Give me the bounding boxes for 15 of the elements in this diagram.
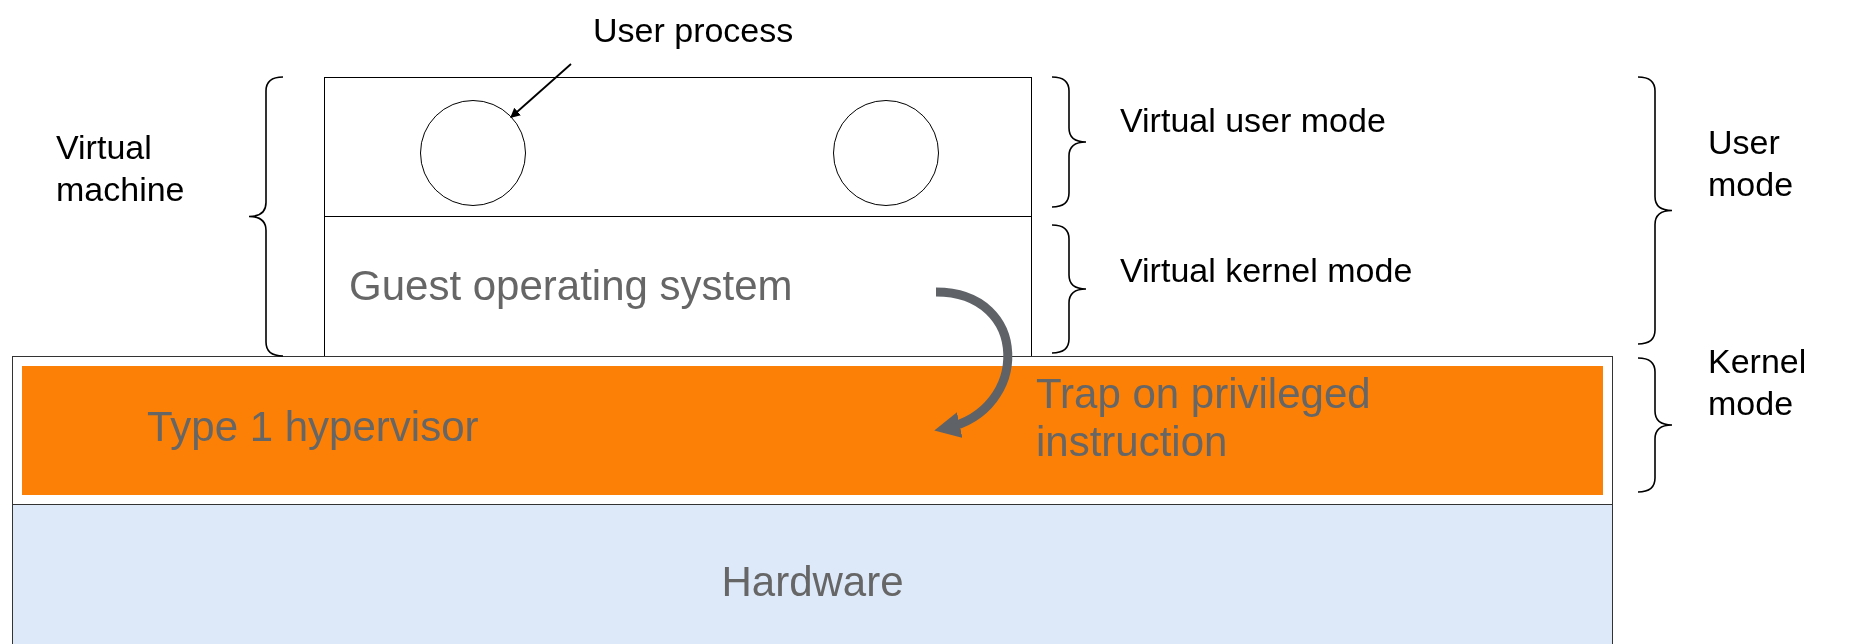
arrow xyxy=(510,63,572,119)
mode-label: Virtual kernel mode xyxy=(1120,250,1414,291)
node-label: User process xyxy=(593,8,794,52)
hardware-box xyxy=(12,504,1613,644)
mode-label: User mode xyxy=(1708,122,1795,205)
guest-os-box xyxy=(324,216,1032,357)
virtual-user-mode-box xyxy=(324,77,1032,218)
node-label: Trap on privileged instruction xyxy=(1036,370,1372,466)
node-label: Hardware xyxy=(720,557,905,607)
mode-label: Virtual machine xyxy=(56,127,186,210)
arrow xyxy=(934,287,1013,436)
node-label: Type 1 hypervisor xyxy=(147,402,479,452)
mode-label: Virtual user mode xyxy=(1120,100,1387,141)
node-label: Guest operating system xyxy=(349,261,793,311)
mode-label: Kernel mode xyxy=(1708,341,1808,424)
